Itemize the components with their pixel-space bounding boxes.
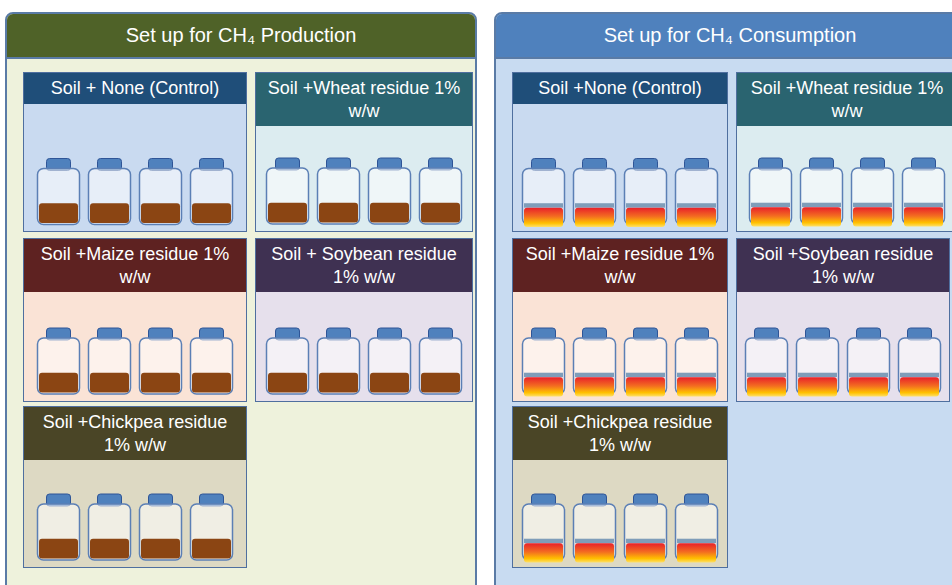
bottle xyxy=(89,158,131,224)
bottle xyxy=(140,328,182,394)
treatment-label: Soil +Chickpea residue 1% w/w xyxy=(24,407,246,460)
setup-panel: Set up for CH₄ ProductionSoil + None (Co… xyxy=(5,12,477,585)
bottle xyxy=(903,158,945,226)
bottle xyxy=(625,494,667,562)
bottle-area xyxy=(256,292,472,401)
treatment-box: Soil +Wheat residue 1% w/w xyxy=(255,72,473,232)
bottle xyxy=(848,328,890,396)
bottle xyxy=(420,158,462,224)
treatment-label: Soil + Soybean residue 1% w/w xyxy=(256,239,472,292)
treatment-box: Soil +Soybean residue 1% w/w xyxy=(736,238,950,402)
bottle xyxy=(625,158,667,226)
bottle xyxy=(267,328,309,394)
bottle xyxy=(676,494,718,562)
bottle xyxy=(191,494,233,560)
treatment-box: Soil + Soybean residue 1% w/w xyxy=(255,238,473,402)
bottle xyxy=(574,328,616,396)
bottle-area xyxy=(737,292,949,401)
bottle xyxy=(523,158,565,226)
bottle xyxy=(676,158,718,226)
bottle-illustration xyxy=(737,292,949,401)
bottle-illustration xyxy=(513,104,727,232)
bottle-area xyxy=(513,104,727,232)
setup-panel: Set up for CH₄ ConsumptionSoil +None (Co… xyxy=(494,12,952,585)
bottle xyxy=(852,158,894,226)
bottle-area xyxy=(24,104,246,232)
bottle xyxy=(89,494,131,560)
bottle-area xyxy=(256,126,472,231)
treatment-label: Soil + None (Control) xyxy=(24,73,246,104)
treatment-label: Soil +Maize residue 1% w/w xyxy=(24,239,246,292)
bottle-illustration xyxy=(24,460,246,567)
treatment-box: Soil +Maize residue 1% w/w xyxy=(512,238,728,402)
treatment-label: Soil +Maize residue 1% w/w xyxy=(513,239,727,292)
bottle xyxy=(38,494,80,560)
treatment-box: Soil +Maize residue 1% w/w xyxy=(23,238,247,402)
bottle-illustration xyxy=(256,126,472,231)
treatment-label: Soil +Wheat residue 1% w/w xyxy=(737,73,952,126)
bottle xyxy=(801,158,843,226)
bottle-area xyxy=(24,460,246,567)
panel-title: Set up for CH₄ Consumption xyxy=(496,14,952,59)
bottle xyxy=(523,328,565,396)
bottle xyxy=(746,328,788,396)
bottle xyxy=(38,158,80,224)
bottle xyxy=(140,494,182,560)
bottle xyxy=(38,328,80,394)
treatment-box: Soil +Chickpea residue 1% w/w xyxy=(23,406,247,568)
bottle-illustration xyxy=(513,460,727,567)
bottle xyxy=(267,158,309,224)
bottle xyxy=(523,494,565,562)
bottle-area xyxy=(513,292,727,401)
bottle xyxy=(797,328,839,396)
bottle-illustration xyxy=(24,104,246,232)
treatment-box: Soil +Chickpea residue 1% w/w xyxy=(512,406,728,568)
bottle xyxy=(750,158,792,226)
bottle-area xyxy=(737,126,952,231)
bottle xyxy=(574,158,616,226)
bottle-illustration xyxy=(256,292,472,401)
bottle xyxy=(899,328,941,396)
treatment-box: Soil + None (Control) xyxy=(23,72,247,232)
bottle xyxy=(318,328,360,394)
bottle-area xyxy=(513,460,727,567)
bottle xyxy=(89,328,131,394)
treatment-box: Soil +Wheat residue 1% w/w xyxy=(736,72,952,232)
treatment-label: Soil +None (Control) xyxy=(513,73,727,104)
bottle xyxy=(369,158,411,224)
bottle xyxy=(140,158,182,224)
bottle xyxy=(318,158,360,224)
panel-title: Set up for CH₄ Production xyxy=(7,14,475,59)
bottle xyxy=(574,494,616,562)
bottle xyxy=(369,328,411,394)
treatment-label: Soil +Wheat residue 1% w/w xyxy=(256,73,472,126)
bottle xyxy=(420,328,462,394)
bottle-area xyxy=(24,292,246,401)
bottle xyxy=(191,328,233,394)
treatment-label: Soil +Chickpea residue 1% w/w xyxy=(513,407,727,460)
bottle xyxy=(676,328,718,396)
treatment-box: Soil +None (Control) xyxy=(512,72,728,232)
bottle-illustration xyxy=(24,292,246,401)
bottle xyxy=(625,328,667,396)
treatment-label: Soil +Soybean residue 1% w/w xyxy=(737,239,949,292)
bottle-illustration xyxy=(513,292,727,401)
bottle-illustration xyxy=(737,126,952,231)
bottle xyxy=(191,158,233,224)
